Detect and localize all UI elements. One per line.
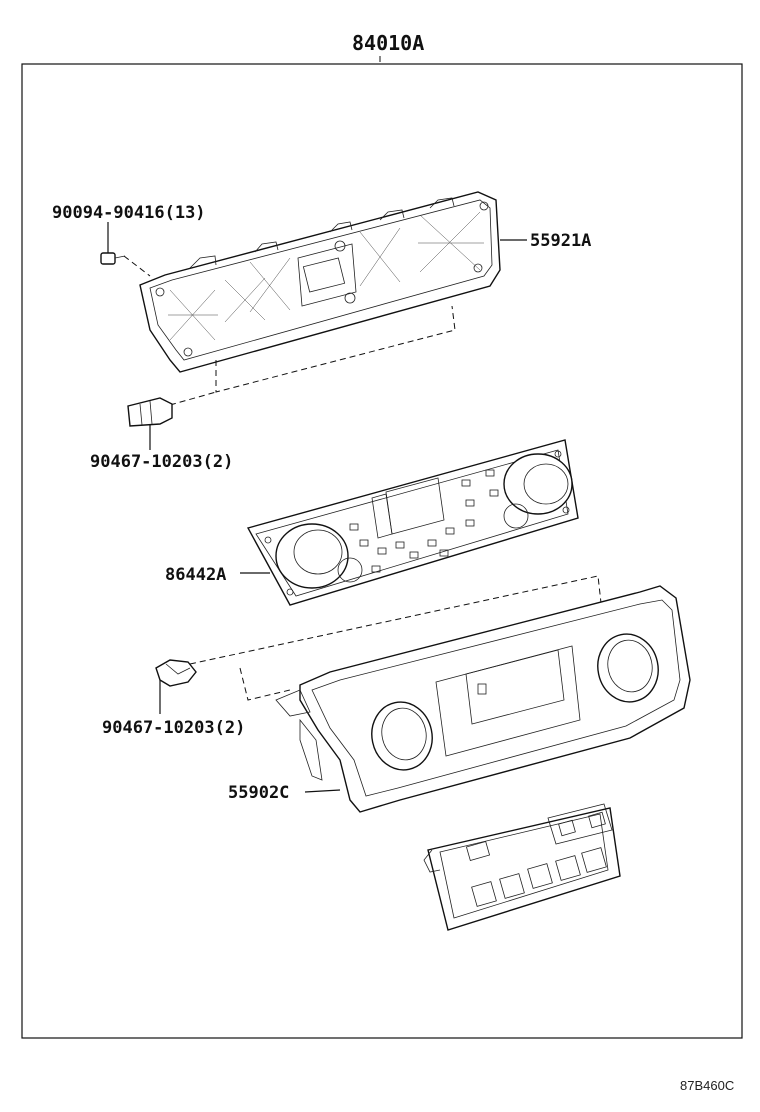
part-number: 55902C bbox=[228, 783, 289, 803]
clip-dash-top bbox=[215, 305, 456, 393]
assembly-number-label: 84010A bbox=[352, 31, 424, 55]
clip-dash-link bbox=[169, 391, 217, 406]
panel-dash-top bbox=[189, 575, 603, 665]
part-qty: (2) bbox=[203, 452, 234, 472]
clip-part-90467-10203-top bbox=[127, 397, 173, 450]
part-number: 90467-10203 bbox=[102, 718, 215, 738]
part-label-90094-90416: 90094-90416(13) bbox=[52, 203, 206, 223]
part-label-90467-10203-top: 90467-10203(2) bbox=[90, 452, 233, 472]
part-number: 86442A bbox=[165, 565, 226, 585]
part-qty: (13) bbox=[165, 203, 206, 223]
part-label-55902c: 55902C bbox=[228, 783, 289, 803]
part-number: 90467-10203 bbox=[90, 452, 203, 472]
part-qty: (2) bbox=[215, 718, 246, 738]
front-panel-part-55902c bbox=[275, 585, 691, 813]
clip-part-90467-10203-lower bbox=[155, 659, 197, 714]
part-label-55921a: 55921A bbox=[530, 231, 591, 251]
part-number: 55921A bbox=[530, 231, 591, 251]
part-number: 90094-90416 bbox=[52, 203, 165, 223]
switch-module-part bbox=[423, 803, 621, 931]
illustration-code: 87B460C bbox=[680, 1078, 734, 1093]
bracket-part-55921a bbox=[139, 191, 501, 373]
panel-dash-left bbox=[239, 667, 291, 701]
screw-part-90094-90416 bbox=[100, 222, 126, 265]
leader-55902c bbox=[304, 789, 341, 793]
circuit-board-part-86442a bbox=[246, 439, 579, 606]
part-label-86442a: 86442A bbox=[165, 565, 226, 585]
assembly-boundary bbox=[21, 63, 743, 1039]
part-label-90467-10203-lower: 90467-10203(2) bbox=[102, 718, 245, 738]
screw-dash-leader bbox=[123, 255, 151, 277]
